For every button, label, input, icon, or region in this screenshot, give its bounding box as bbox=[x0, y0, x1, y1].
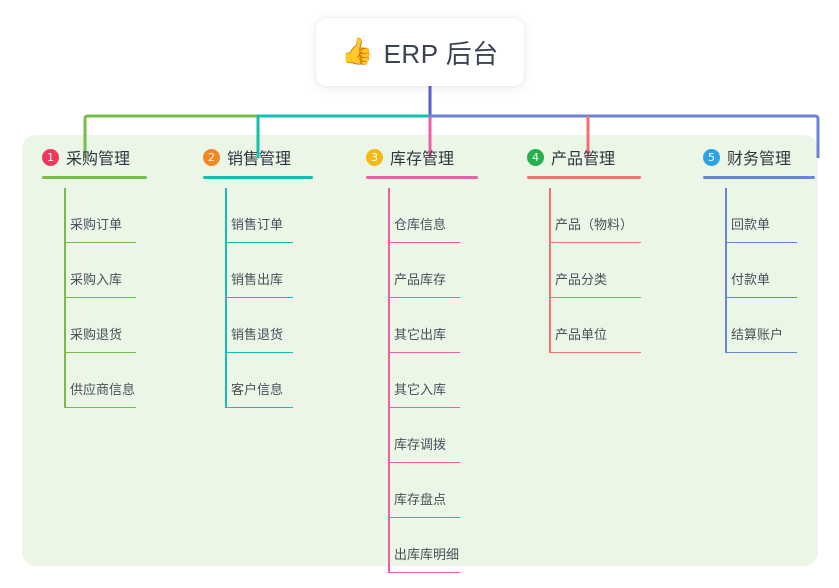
branch-underline bbox=[203, 176, 313, 179]
leaf-label: 产品分类 bbox=[555, 272, 608, 287]
leaf-label: 产品库存 bbox=[394, 272, 447, 287]
leaf-underline bbox=[64, 241, 136, 243]
leaf-label: 供应商信息 bbox=[70, 382, 136, 397]
leaf-label: 客户信息 bbox=[231, 382, 284, 397]
leaf-connector bbox=[388, 188, 390, 243]
branch-column-4: 4 产品管理产品（物料） 产品分类产品单位 bbox=[527, 146, 641, 353]
branch-number-badge: 3 bbox=[366, 148, 383, 166]
leaf-connector bbox=[64, 188, 66, 243]
leaf-connector bbox=[225, 353, 227, 408]
leaf-connector bbox=[725, 298, 727, 353]
leaf-underline bbox=[388, 461, 460, 463]
branch-header-5[interactable]: 5 财务管理 bbox=[703, 146, 815, 179]
leaf-label: 其它出库 bbox=[394, 327, 447, 342]
thumbs-up-icon: 👍 bbox=[341, 37, 374, 67]
leaf-underline bbox=[64, 406, 136, 408]
leaf-label: 结算账户 bbox=[731, 327, 784, 342]
branch-column-1: 1 采购管理采购订单采购入库采购退货供应商信息 bbox=[42, 146, 147, 408]
branch-underline bbox=[42, 176, 147, 179]
leaf-underline bbox=[64, 351, 136, 353]
branch-number-badge: 5 bbox=[703, 148, 720, 166]
leaf-underline bbox=[725, 351, 797, 353]
branch-header-3[interactable]: 3 库存管理 bbox=[366, 146, 478, 179]
leaf-label: 出库库明细 bbox=[394, 547, 460, 562]
branches-panel bbox=[22, 135, 818, 566]
leaf-label: 仓库信息 bbox=[394, 217, 447, 232]
leaf-label: 采购退货 bbox=[70, 327, 123, 342]
leaf-underline bbox=[388, 351, 460, 353]
leaf-connector bbox=[549, 298, 551, 353]
leaf-underline bbox=[225, 351, 293, 353]
branch-number-badge: 1 bbox=[42, 148, 59, 166]
leaf-connector bbox=[64, 353, 66, 408]
root-node-erp-backend[interactable]: 👍 ERP 后台 bbox=[316, 18, 524, 86]
branch-header-2[interactable]: 2 销售管理 bbox=[203, 146, 313, 179]
branch-underline bbox=[703, 176, 815, 179]
leaf-underline bbox=[549, 296, 641, 298]
leaf-underline bbox=[725, 241, 797, 243]
branch-number-badge: 2 bbox=[203, 148, 220, 166]
leaf-connector bbox=[388, 408, 390, 463]
leaf-underline bbox=[225, 241, 293, 243]
leaf-label: 其它入库 bbox=[394, 382, 447, 397]
branch-underline bbox=[527, 176, 641, 179]
leaf-underline bbox=[388, 296, 460, 298]
branch-column-3: 3 库存管理仓库信息产品库存其它出库其它入库库存调拨库存盘点出库库明细 bbox=[366, 146, 478, 573]
leaf-underline bbox=[725, 296, 797, 298]
leaf-label: 采购订单 bbox=[70, 217, 123, 232]
branch-title: 销售管理 bbox=[227, 151, 292, 168]
leaf-connector bbox=[64, 298, 66, 353]
leaf-label: 销售出库 bbox=[231, 272, 284, 287]
leaf-connector bbox=[388, 518, 390, 573]
leaf-label: 付款单 bbox=[731, 272, 771, 287]
leaf-label: 产品单位 bbox=[555, 327, 608, 342]
branch-column-5: 5 财务管理回款单付款单结算账户 bbox=[703, 146, 815, 353]
leaf-connector bbox=[388, 463, 390, 518]
leaf-connector bbox=[225, 188, 227, 243]
leaf-connector bbox=[225, 243, 227, 298]
leaf-connector bbox=[64, 243, 66, 298]
leaf-label: 产品（物料） bbox=[555, 217, 634, 232]
leaf-underline bbox=[64, 296, 136, 298]
leaf-label: 库存盘点 bbox=[394, 492, 447, 507]
leaf-label: 库存调拨 bbox=[394, 437, 447, 452]
leaf-label: 采购入库 bbox=[70, 272, 123, 287]
leaf-connector bbox=[725, 188, 727, 243]
leaf-underline bbox=[225, 296, 293, 298]
leaf-connector bbox=[549, 243, 551, 298]
leaf-connector bbox=[388, 298, 390, 353]
leaf-label: 销售退货 bbox=[231, 327, 284, 342]
branch-number-badge: 4 bbox=[527, 148, 544, 166]
leaf-underline bbox=[549, 351, 641, 353]
leaf-underline bbox=[388, 571, 460, 573]
leaf-connector bbox=[549, 188, 551, 243]
branch-title: 库存管理 bbox=[390, 151, 455, 168]
leaf-underline bbox=[388, 516, 460, 518]
leaf-connector bbox=[725, 243, 727, 298]
branch-column-2: 2 销售管理销售订单销售出库销售退货客户信息 bbox=[203, 146, 313, 408]
branch-title: 采购管理 bbox=[66, 151, 131, 168]
leaf-connector bbox=[388, 353, 390, 408]
branch-header-4[interactable]: 4 产品管理 bbox=[527, 146, 641, 179]
leaf-underline bbox=[388, 406, 460, 408]
leaf-connector bbox=[388, 243, 390, 298]
leaf-underline bbox=[388, 241, 460, 243]
leaf-label: 销售订单 bbox=[231, 217, 284, 232]
leaf-label: 回款单 bbox=[731, 217, 771, 232]
leaf-underline bbox=[225, 406, 293, 408]
page-title: ERP 后台 bbox=[383, 38, 499, 69]
branch-header-1[interactable]: 1 采购管理 bbox=[42, 146, 147, 179]
branch-title: 产品管理 bbox=[551, 151, 616, 168]
branch-title: 财务管理 bbox=[727, 151, 792, 168]
branch-underline bbox=[366, 176, 478, 179]
leaf-underline bbox=[549, 241, 641, 243]
leaf-connector bbox=[225, 298, 227, 353]
